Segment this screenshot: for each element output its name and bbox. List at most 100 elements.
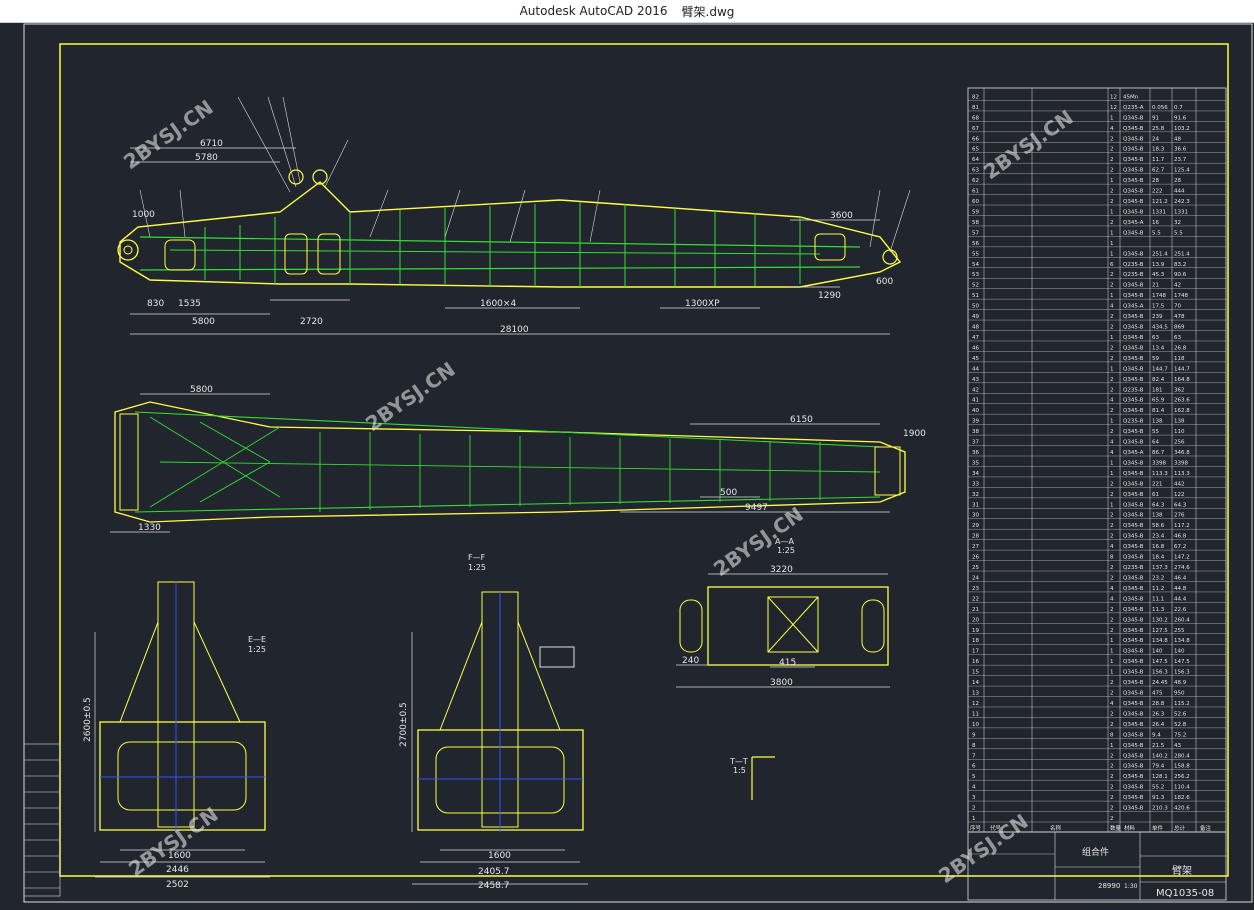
dim-5800-plan: 5800 (190, 385, 213, 395)
bom-cell: 11.2 (1152, 586, 1164, 592)
bom-cell: 0.056 (1152, 105, 1168, 111)
bom-cell: 23.7 (1174, 157, 1187, 163)
dim-600: 600 (876, 277, 893, 287)
bom-cell: 274.6 (1174, 565, 1190, 571)
bom-cell: 442 (1174, 481, 1185, 487)
section-a-scale: 1:25 (777, 546, 795, 555)
bom-cell: Q345-A (1123, 304, 1144, 310)
bom-cell: Q345-B (1123, 314, 1144, 320)
bom-cell: 2 (1110, 168, 1114, 174)
bom-cell: 346.8 (1174, 450, 1190, 456)
bom-cell: 113.3 (1152, 471, 1168, 477)
bom-cell: Q345-B (1123, 722, 1144, 728)
bom-cell: 13.4 (1152, 345, 1165, 351)
section-f-scale: 1:25 (468, 563, 486, 572)
plan-view: 5800 6150 9497 500 1330 1900 (110, 385, 926, 533)
bom-cell: 75.2 (1174, 732, 1186, 738)
bom-cell: Q345-B (1123, 711, 1144, 717)
bom-cell: 118 (1174, 356, 1185, 362)
section-t-title: T—T (729, 757, 748, 766)
bom-cell: 52.6 (1174, 711, 1187, 717)
bom-cell: 1 (1110, 638, 1114, 644)
bom-cell: 20 (972, 617, 979, 623)
bom-cell: 1 (1110, 649, 1114, 655)
bom-cell: 13 (972, 691, 979, 697)
bom-cell: 478 (1174, 314, 1185, 320)
bom-cell: Q345-B (1123, 617, 1144, 623)
bom-cell: 276 (1174, 513, 1185, 519)
bom-cell: Q345-B (1123, 209, 1144, 215)
bom-cell: 127.5 (1152, 628, 1168, 634)
bom-cell: 28 (972, 534, 979, 540)
bom-cell: Q345-B (1123, 649, 1144, 655)
bom-cell: 182.6 (1174, 795, 1190, 801)
bom-cell: 10 (972, 722, 979, 728)
title-code: MQ1035-08 (1156, 888, 1214, 899)
bom-cell: 48 (1174, 136, 1181, 142)
bom-cell: 43 (1174, 743, 1181, 749)
bom-cell: 242.3 (1174, 199, 1190, 205)
bom-cell: 25.8 (1152, 126, 1165, 132)
bom-cell: Q345-B (1123, 743, 1144, 749)
section-t-scale: 1:5 (733, 766, 746, 775)
title-weight: 28990 (1098, 882, 1120, 890)
lug-pin-left-icon (288, 169, 304, 185)
bom-cell: 3398 (1174, 460, 1188, 466)
dim-3220: 3220 (770, 565, 793, 575)
bom-cell: Q345-B (1123, 795, 1144, 801)
bom-cell: 43 (972, 377, 979, 383)
bom-cell: 1748 (1174, 293, 1188, 299)
boom-outline-plan (114, 401, 906, 523)
bom-cell: 48.9 (1174, 680, 1187, 686)
bom-cell: Q345-B (1123, 596, 1144, 602)
bom-cell: 2 (1110, 680, 1114, 686)
bom-cell: 11.7 (1152, 157, 1165, 163)
bom-cell: 82.4 (1152, 377, 1165, 383)
bom-cell: 62 (972, 178, 979, 184)
bom-cell: 2 (1110, 816, 1114, 822)
dim-2700: 2700±0.5 (399, 702, 409, 747)
bom-cell: 23 (972, 586, 979, 592)
bom-cell: 121.2 (1152, 199, 1168, 205)
bom-cell: 31 (972, 502, 979, 508)
bom-cell: 64 (972, 157, 979, 163)
bom-cell: 60 (972, 199, 979, 205)
bom-cell: 26.8 (1174, 345, 1187, 351)
bom-cell: 1331 (1152, 209, 1166, 215)
bom-cell: 128.1 (1152, 774, 1168, 780)
bom-cell: 251.4 (1174, 251, 1190, 257)
bom-cell: 91 (1152, 115, 1159, 121)
bom-header-cell: 名称 (1050, 824, 1062, 832)
bom-cell: 66 (972, 136, 979, 142)
bom-cell: 1 (1110, 659, 1114, 665)
bom-cell: Q345-B (1123, 659, 1144, 665)
bom-cell: 48 (972, 325, 979, 331)
bom-cell: 239 (1152, 314, 1163, 320)
bom-cell: 57 (972, 230, 979, 236)
bom-cell: Q345-B (1123, 460, 1144, 466)
bom-cell: 2 (1110, 492, 1114, 498)
bom-cell: Q345-B (1123, 147, 1144, 153)
bom-cell: 36.6 (1174, 147, 1187, 153)
bom-cell: 58 (972, 220, 979, 226)
bom-cell: 61 (1152, 492, 1159, 498)
dim-1300xp: 1300XP (685, 299, 720, 309)
drawing-canvas[interactable]: 6710 5780 1000 830 1535 5800 2720 28100 … (0, 22, 1254, 906)
bom-cell: Q345-B (1123, 628, 1144, 634)
dim-1900: 1900 (903, 429, 926, 439)
bom-cell: Q345-B (1123, 691, 1144, 697)
bom-cell: Q345-B (1123, 440, 1144, 446)
bom-header-cell: 材料 (1124, 824, 1136, 832)
bom-cell: Q345-B (1123, 356, 1144, 362)
bom-cell: Q345-B (1123, 157, 1144, 163)
bom-cell: Q235-B (1123, 565, 1144, 571)
drawing-svg[interactable]: 6710 5780 1000 830 1535 5800 2720 28100 … (0, 22, 1254, 906)
section-a-title: A—A (775, 537, 794, 546)
bom-cell: 41 (972, 398, 979, 404)
bom-cell: 2 (1110, 189, 1114, 195)
bom-cell: 34 (972, 471, 979, 477)
bom-cell: 1 (1110, 178, 1114, 184)
bom-cell: 2 (1110, 607, 1114, 613)
bom-cell: Q345-B (1123, 481, 1144, 487)
